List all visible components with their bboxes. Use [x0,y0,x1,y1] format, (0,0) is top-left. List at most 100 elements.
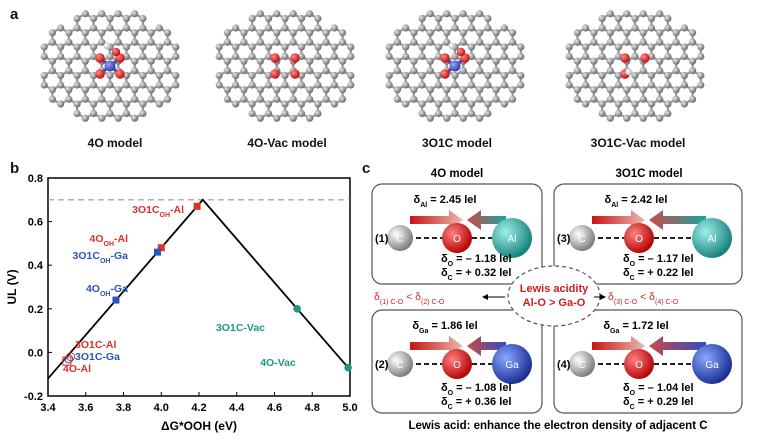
carbon-atom [614,14,623,23]
x-tick-label: 4.4 [229,402,245,414]
carbon-atom [322,29,330,37]
carbon-atom [565,43,573,51]
carbon-atom [248,43,256,51]
structure-3O1CVac [565,10,705,122]
carbon-atom [114,29,122,37]
carbon-atom [322,38,330,46]
carbon-atom [48,29,57,37]
carbon-atom [573,86,582,94]
carbon-atom [314,24,322,32]
carbon-atom [281,43,289,51]
carbon-atom [81,38,89,46]
box-number: (1) [375,233,389,245]
carbon-atom [347,52,355,61]
carbon-atom [647,24,656,32]
carbon-atom [393,29,402,37]
carbon-atom [57,43,65,51]
carbon-atom [664,71,672,80]
carbon-atom [393,38,402,46]
carbon-atom [273,38,281,46]
carbon-atom [131,67,139,75]
oxygen-atom [115,69,125,79]
carbon-atom [517,81,525,89]
carbon-atom [598,109,606,118]
carbon-atom [402,24,410,32]
carbon-atom [65,95,73,103]
carbon-atom [680,43,688,51]
carbon-atom [688,29,697,37]
carbon-atom [664,52,672,61]
carbon-atom [73,43,81,51]
point-annotation-5: 4O-Vac [260,357,296,369]
carbon-atom [338,38,347,46]
point-annotation-7: 3O1C-Ga [75,351,120,363]
carbon-atom [697,43,705,51]
carbon-atom [81,29,89,37]
carbon-atom [248,81,256,89]
point-annotation-6: 3O1C-Al [75,339,117,351]
carbon-atom [131,95,139,103]
model-label-3o1c-vac: 3O1C-Vac model [590,136,686,150]
hydrogen-atom [103,42,111,50]
carbon-atom [163,57,172,65]
carbon-atom [672,38,680,46]
delta-c-label: δC = + 0.36 lel [441,396,511,411]
structure-4OVac [215,10,355,122]
x-tick-label: 3.6 [78,402,93,414]
electron-arrow-m-to-o [467,336,506,356]
carbon-atom [402,43,410,51]
carbon-atom [240,29,248,37]
carbon-atom [289,86,297,94]
carbon-atom [688,67,697,75]
carbon-atom [273,29,281,37]
carbon-atom [443,29,451,37]
carbon-atom [330,43,338,51]
carbon-atom [122,43,131,51]
carbon-atom [459,114,467,122]
carbon-atom [57,100,65,108]
carbon-atom [582,52,590,61]
carbon-atom [647,109,656,118]
carbon-atom [484,71,492,80]
data-point-0 [193,202,201,210]
carbon-atom [215,52,223,61]
carbon-atom [306,10,314,18]
carbon-atom [264,14,273,23]
delta-c-label: δC = + 0.32 lel [441,267,511,282]
carbon-atom [347,43,355,51]
carbon-atom [40,71,48,80]
carbon-atom [338,95,347,103]
carbon-atom [598,24,606,32]
carbon-atom [426,29,434,37]
carbon-atom [606,86,614,94]
carbon-atom [500,52,508,61]
lewis-acidity-title: Lewis acidity [520,283,589,295]
carbon-atom [434,24,443,32]
carbon-atom [273,86,281,94]
carbon-atom [647,14,656,23]
structure-3O1C [385,10,525,122]
carbon-atom [664,43,672,51]
carbon-atom [139,52,147,61]
carbon-atom [631,14,639,23]
carbon-atom [517,52,525,61]
carbon-atom [582,100,590,108]
carbon-atom [418,14,426,23]
carbon-atom [517,43,525,51]
box-number: (3) [557,233,571,245]
carbon-atom [573,57,582,65]
carbon-atom [451,109,459,118]
carbon-atom [459,67,467,75]
carbon-atom [48,38,57,46]
carbon-atom [57,24,65,32]
carbon-atom [639,38,647,46]
carbon-atom [631,43,639,51]
carbon-atom [385,81,393,89]
delta-metal-label: δGa = 1.72 lel [603,320,668,335]
metal-atom [692,218,732,258]
carbon-atom [81,57,89,65]
carbon-atom [565,52,573,61]
carbon-atom [476,10,484,18]
